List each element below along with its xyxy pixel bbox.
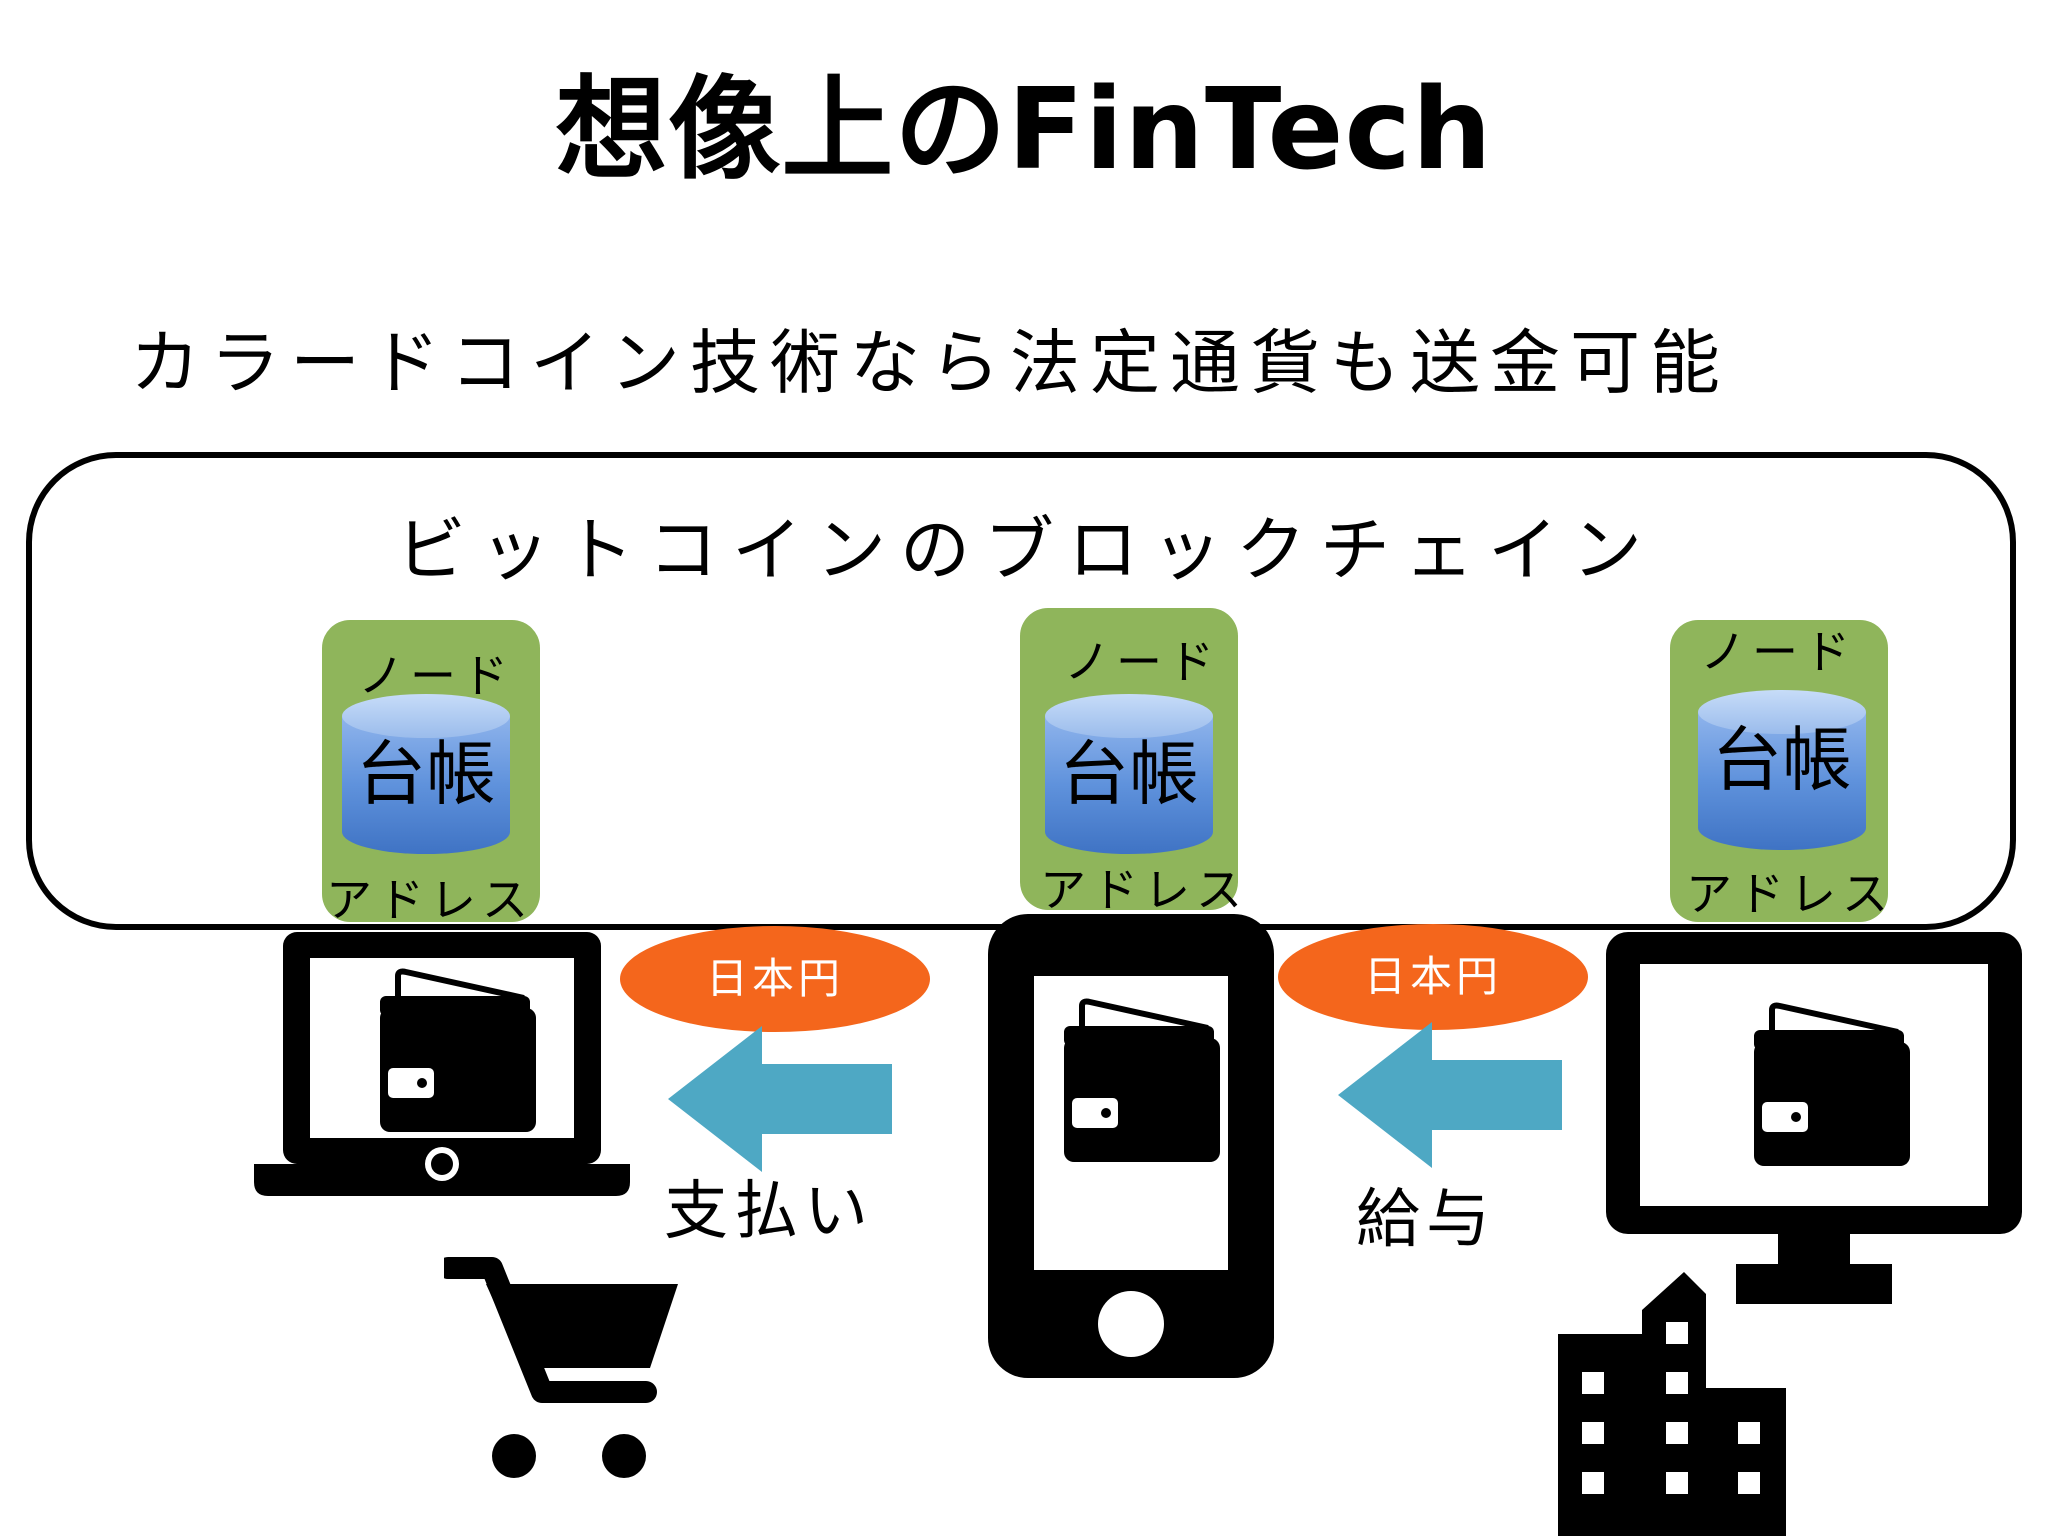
currency-badge: 日本円 (620, 926, 930, 1032)
node-label: ノード (1064, 635, 1220, 689)
wallet-icon (380, 968, 536, 1132)
ledger-label: 台帳 (356, 733, 496, 815)
page-title: 想像上のFinTech (555, 65, 1493, 195)
ledger-label: 台帳 (1059, 733, 1199, 815)
wallet-icon (1754, 1002, 1910, 1166)
blockchain-label: ビットコインのブロックチェイン (396, 509, 1656, 591)
office-building-icon (1558, 1272, 1786, 1536)
ledger-database-icon (1698, 690, 1866, 850)
wallet-icon (1064, 998, 1220, 1162)
shopping-cart-icon (444, 1257, 678, 1478)
address-label: アドレス (326, 873, 534, 927)
ledger-database-icon (1045, 694, 1213, 854)
node-label: ノード (358, 649, 514, 703)
arrow-left-icon (1338, 1022, 1562, 1168)
currency-badge: 日本円 (1278, 924, 1588, 1030)
subtitle: カラードコイン技術なら法定通貨も送金可能 (130, 322, 1730, 404)
ledger-label: 台帳 (1712, 719, 1852, 801)
address-label: アドレス (1686, 867, 1894, 921)
arrow-left-icon (668, 1026, 892, 1172)
address-label: アドレス (1040, 863, 1248, 917)
node-label: ノード (1700, 625, 1856, 679)
salary-caption: 給与 (1356, 1183, 1496, 1257)
ledger-database-icon (342, 694, 510, 854)
payment-caption: 支払い (664, 1175, 874, 1249)
